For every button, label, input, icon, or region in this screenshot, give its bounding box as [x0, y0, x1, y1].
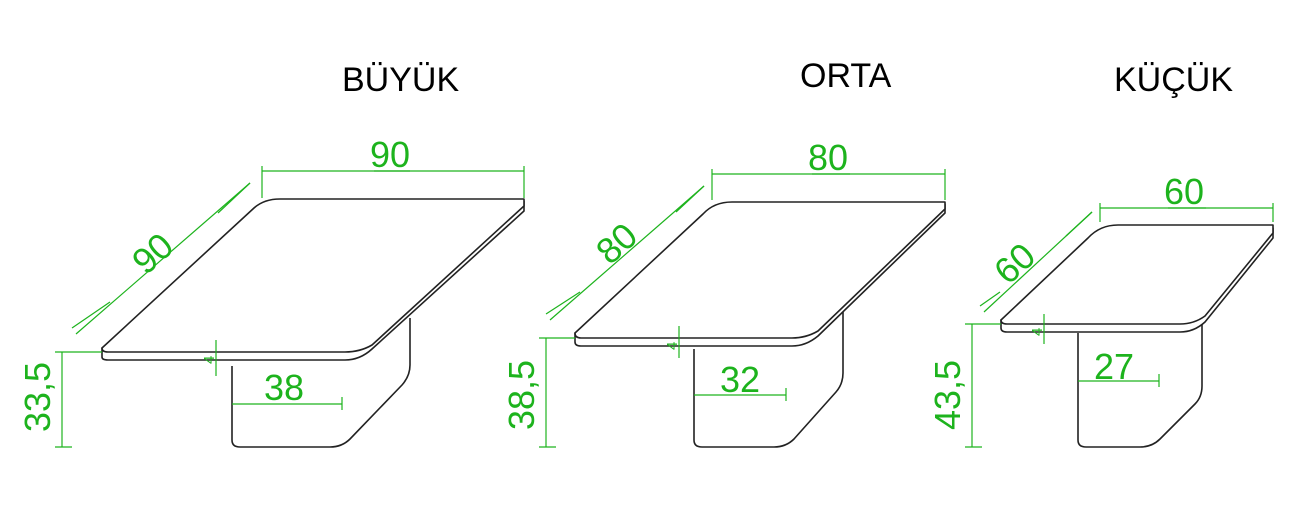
table-medium-width-label: 80 — [808, 137, 848, 178]
table-small: KÜÇÜK 60 60 4 27 — [927, 61, 1274, 448]
table-small-width-dimension: 60 — [1099, 171, 1274, 222]
table-medium-height-label: 38,5 — [501, 360, 542, 430]
table-large: BÜYÜK 90 90 4 38 — [17, 61, 525, 448]
table-medium-thickness-label: 4 — [664, 342, 681, 350]
table-large-base-dimension: 38 — [232, 367, 343, 410]
table-large-height-dimension: 33,5 — [17, 351, 102, 448]
table-large-base-label: 38 — [264, 367, 304, 408]
table-large-depth-label: 90 — [124, 225, 181, 282]
table-small-height-label: 43,5 — [927, 360, 968, 430]
table-medium-base-label: 32 — [720, 359, 760, 400]
table-medium-width-dimension: 80 — [711, 137, 946, 200]
table-medium-base-dimension: 32 — [694, 359, 787, 401]
table-small-base-dimension: 27 — [1078, 346, 1160, 387]
table-medium-depth-label: 80 — [588, 215, 645, 272]
table-small-top — [1000, 224, 1274, 325]
table-large-thickness-label: 4 — [201, 356, 218, 364]
table-large-top — [101, 198, 525, 353]
table-large-title: BÜYÜK — [342, 61, 459, 99]
table-large-height-label: 33,5 — [17, 362, 58, 432]
table-small-title: KÜÇÜK — [1114, 61, 1233, 99]
table-medium-title: ORTA — [800, 57, 892, 95]
table-medium-height-dimension: 38,5 — [501, 337, 575, 448]
table-large-width-label: 90 — [370, 134, 410, 175]
table-large-base — [231, 318, 411, 448]
table-medium-thickness-dimension: 4 — [664, 326, 681, 358]
table-small-depth-label: 60 — [986, 235, 1043, 292]
table-small-thickness-label: 4 — [1029, 328, 1046, 336]
table-medium: ORTA 80 80 4 32 3 — [501, 57, 946, 448]
table-small-base — [1077, 300, 1203, 448]
table-small-width-label: 60 — [1164, 171, 1204, 212]
table-large-width-dimension: 90 — [261, 134, 525, 198]
table-small-height-dimension: 43,5 — [927, 323, 1001, 448]
table-large-thickness-dimension: 4 — [201, 340, 218, 376]
table-small-thickness-dimension: 4 — [1029, 314, 1046, 344]
table-medium-top — [574, 201, 946, 339]
table-small-base-label: 27 — [1094, 346, 1134, 387]
table-medium-base — [693, 310, 844, 448]
